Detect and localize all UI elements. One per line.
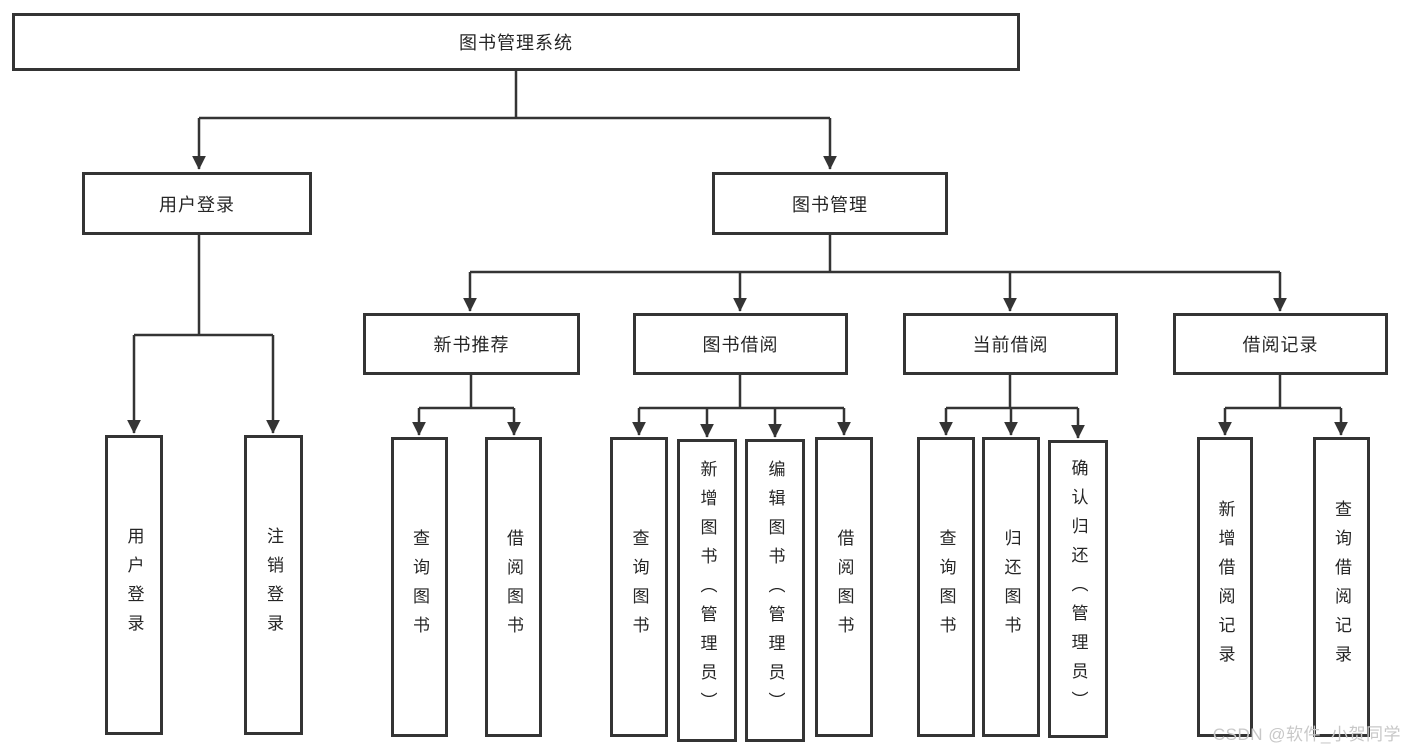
node-label: 借阅记录 [1242,335,1319,355]
node-label: 图书管理 [792,194,868,215]
leaf-query-books-3: 查询图书 [917,437,975,737]
node-label: 当前借阅 [972,335,1049,355]
leaf-edit-books-admin: 编辑图书（管理员） [745,439,805,742]
node-library-management-system: 图书管理系统 [12,13,1020,71]
node-label: 归还图书 [1001,529,1021,645]
node-label: 用户登录 [159,194,235,215]
node-label: 查询图书 [629,529,649,645]
node-label: 查询借阅记录 [1332,500,1351,674]
leaf-add-books-admin: 新增图书（管理员） [677,439,737,742]
node-label: 借阅图书 [834,529,854,645]
csdn-watermark: CSDN @软件_小贺同学 [1212,725,1401,744]
node-label: 注销登录 [264,527,283,643]
leaf-confirm-return-admin: 确认归还（管理员） [1048,440,1108,738]
leaf-logout: 注销登录 [244,435,303,735]
node-label: 新书推荐 [433,335,510,355]
leaf-borrow-books-1: 借阅图书 [485,437,542,737]
node-label: 编辑图书（管理员） [765,460,785,721]
node-label: 新增图书（管理员） [697,460,717,721]
node-new-book-recommend: 新书推荐 [363,313,580,375]
leaf-query-books-2: 查询图书 [610,437,668,737]
leaf-user-login: 用户登录 [105,435,163,735]
node-book-management: 图书管理 [712,172,948,235]
node-label: 图书借阅 [702,335,779,355]
node-label: 查询图书 [410,529,429,645]
leaf-query-books-1: 查询图书 [391,437,448,737]
node-label: 用户登录 [124,527,144,643]
node-user-login: 用户登录 [82,172,312,235]
node-label: 图书管理系统 [459,33,573,53]
node-label: 借阅图书 [504,529,523,645]
leaf-query-borrow-record: 查询借阅记录 [1313,437,1370,737]
node-book-borrowing: 图书借阅 [633,313,848,375]
node-label: 查询图书 [936,529,956,645]
leaf-add-borrow-record: 新增借阅记录 [1197,437,1253,737]
leaf-return-books: 归还图书 [982,437,1040,737]
node-current-borrowing: 当前借阅 [903,313,1118,375]
node-borrowing-records: 借阅记录 [1173,313,1388,375]
leaf-borrow-books-2: 借阅图书 [815,437,873,737]
node-label: 确认归还（管理员） [1068,458,1088,720]
node-label: 新增借阅记录 [1215,500,1235,674]
